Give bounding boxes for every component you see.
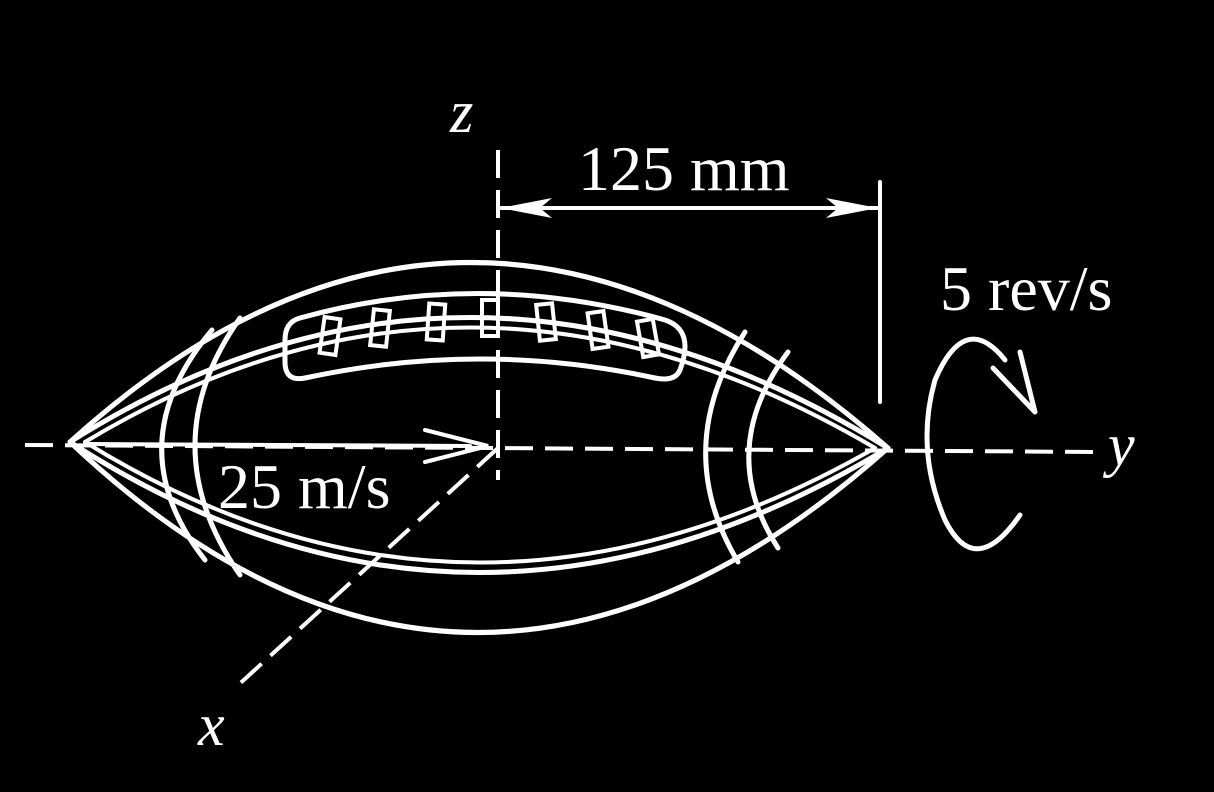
dimension-125mm: 125 mm [498,133,882,404]
spin-label: 5 rev/s [940,253,1112,324]
football [67,260,891,635]
lace-4 [480,298,500,338]
dimension-arrow-left-icon [500,198,552,218]
y-axis-label: y [1102,412,1135,478]
right-stripe-outer [746,349,791,551]
lace-panel [282,291,688,382]
velocity-arrow-shaft [88,442,472,448]
lace-5 [533,301,559,343]
axes [24,150,1101,690]
velocity-indicator: 25 m/s [88,428,489,522]
velocity-label: 25 m/s [218,451,390,522]
dimension-arrow-right-icon [826,198,878,218]
lace-2 [367,307,393,349]
football-upper-seam-inner [83,325,877,450]
x-axis-label: x [197,692,225,758]
rotation-arrow-icon [924,336,1023,552]
laces [317,298,662,360]
football-lower-seam [67,439,891,575]
lace-6 [585,308,611,352]
lace-3 [424,301,448,343]
right-stripe-inner [703,329,748,565]
football-upper-seam [67,315,891,451]
lace-1 [317,314,343,358]
lace-7 [634,316,662,360]
x-axis-line [233,446,500,690]
spin-indicator: 5 rev/s [924,253,1112,552]
z-axis-label: z [449,79,473,145]
distance-label: 125 mm [578,133,790,204]
arrow-right-icon [423,428,489,464]
rotation-arrowhead-icon [990,349,1038,415]
